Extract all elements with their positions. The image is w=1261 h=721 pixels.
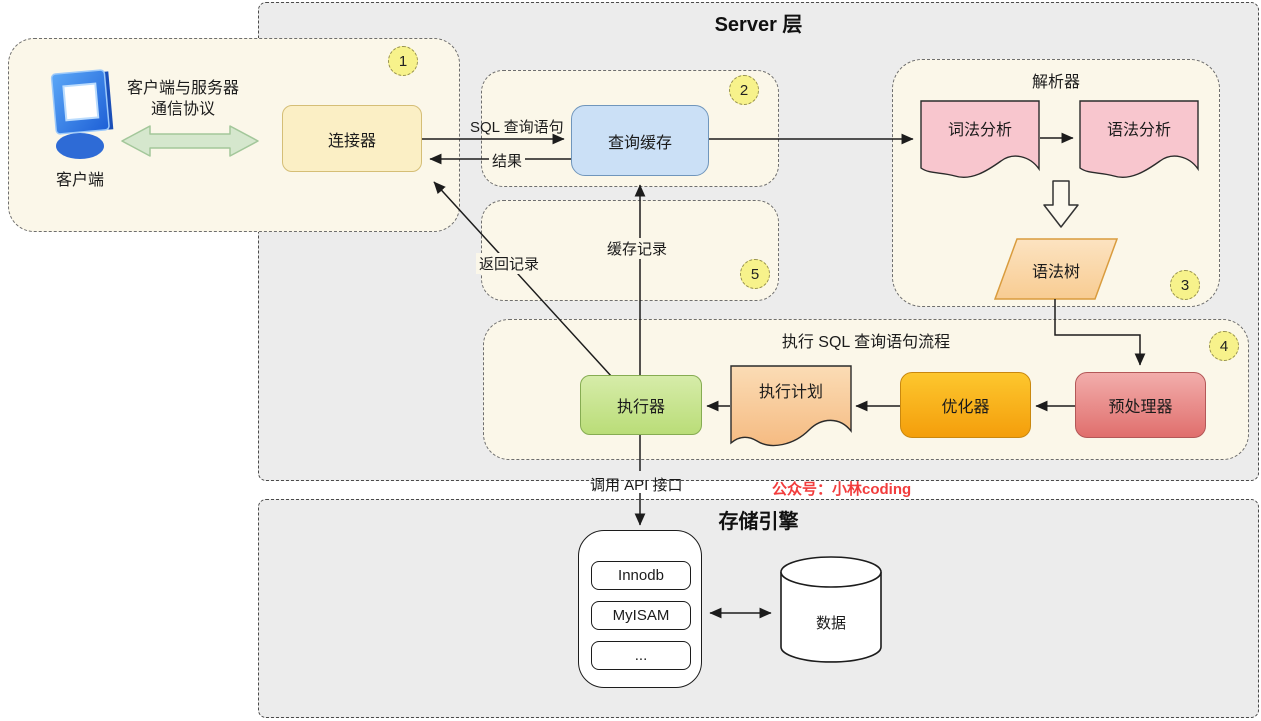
cache-record-label: 缓存记录 [604,238,671,259]
watermark-text: 公众号：小林coding [772,481,912,498]
step-badge-3: 3 [1170,270,1200,300]
result-label: 结果 [489,150,526,171]
preprocessor-label: 预处理器 [1108,399,1173,416]
execution-plan-label: 执行计划 [758,384,823,401]
query-cache-node: 查询缓存 [571,105,709,176]
engine-item-myisam: MyISAM [591,601,691,630]
parser-title: 解析器 [1031,74,1080,91]
preprocessor-node: 预处理器 [1075,372,1206,438]
return-record-label: 返回记录 [476,253,543,274]
step-badge-4: 4 [1209,331,1239,361]
storage-engines-container: Innodb MyISAM ... [578,530,702,688]
engine-item-innodb: Innodb [591,561,691,590]
client-label: 客户端 [55,172,104,189]
optimizer-node: 优化器 [900,372,1031,438]
sql-query-label: SQL 查询语句 [470,119,564,136]
syntax-tree-label: 语法树 [1031,264,1080,281]
step-badge-1: 1 [388,46,418,76]
executor-label: 执行器 [616,399,665,416]
syntax-analysis-label: 语法分析 [1106,122,1171,139]
executor-node: 执行器 [580,375,702,435]
storage-layer-box: 存储引擎 [258,499,1259,718]
protocol-line1: 客户端与服务器 [126,80,239,97]
data-label: 数据 [815,614,846,632]
connector-label: 连接器 [327,132,376,150]
lexical-analysis-label: 词法分析 [947,122,1012,139]
protocol-line2: 通信协议 [150,101,215,118]
server-layer-title: Server 层 [714,14,803,36]
protocol-text: 客户端与服务器 通信协议 [108,78,258,120]
optimizer-label: 优化器 [941,399,990,416]
step-badge-5: 5 [740,259,770,289]
storage-layer-title: 存储引擎 [718,511,799,533]
step-badge-2: 2 [729,75,759,105]
connector-node: 连接器 [282,105,422,172]
query-cache-label: 查询缓存 [607,134,672,152]
engine-item-other: ... [591,641,691,670]
execute-flow-title: 执行 SQL 查询语句流程 [781,334,951,351]
call-api-label: 调用 API 接口 [590,477,683,494]
